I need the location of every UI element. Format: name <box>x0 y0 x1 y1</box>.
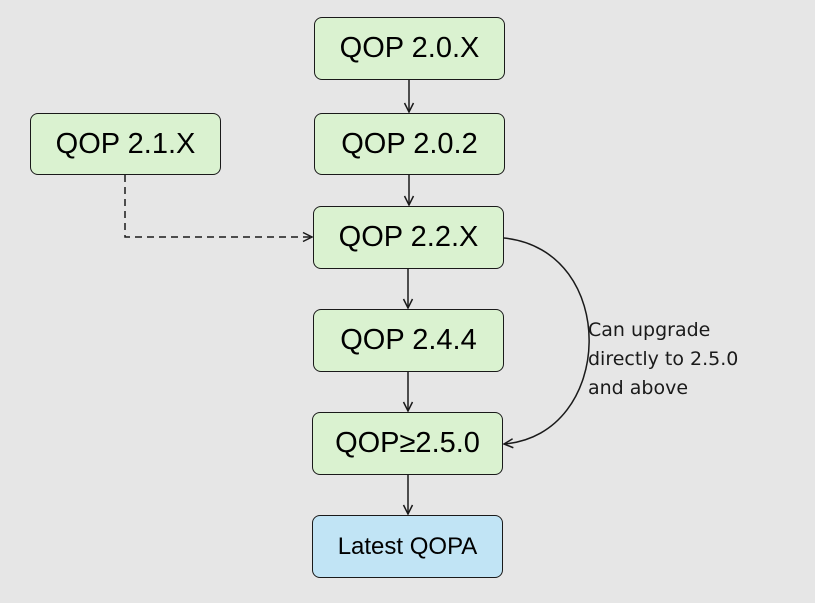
node-qop-2-4-4: QOP 2.4.4 <box>313 309 504 372</box>
node-qop-2-1-x: QOP 2.1.X <box>30 113 221 175</box>
upgrade-note-line-2: directly to 2.5.0 <box>588 348 739 370</box>
curved-arrow-22x-to-250 <box>502 237 590 449</box>
node-qop-2-5-0-and-above: QOP≥2.5.0 <box>312 412 503 475</box>
node-qop-2-0-2: QOP 2.0.2 <box>314 113 505 175</box>
node-qop-2-2-x: QOP 2.2.X <box>313 206 504 269</box>
upgrade-note-line-3: and above <box>588 377 689 399</box>
node-qop-2-0-x: QOP 2.0.X <box>314 17 505 80</box>
upgrade-note-line-1: Can upgrade <box>588 319 711 341</box>
dashed-arrow-21x-to-22x <box>124 175 314 243</box>
node-latest-qopa: Latest QOPA <box>312 515 503 578</box>
upgrade-note: Can upgrade directly to 2.5.0 and above <box>588 316 738 403</box>
